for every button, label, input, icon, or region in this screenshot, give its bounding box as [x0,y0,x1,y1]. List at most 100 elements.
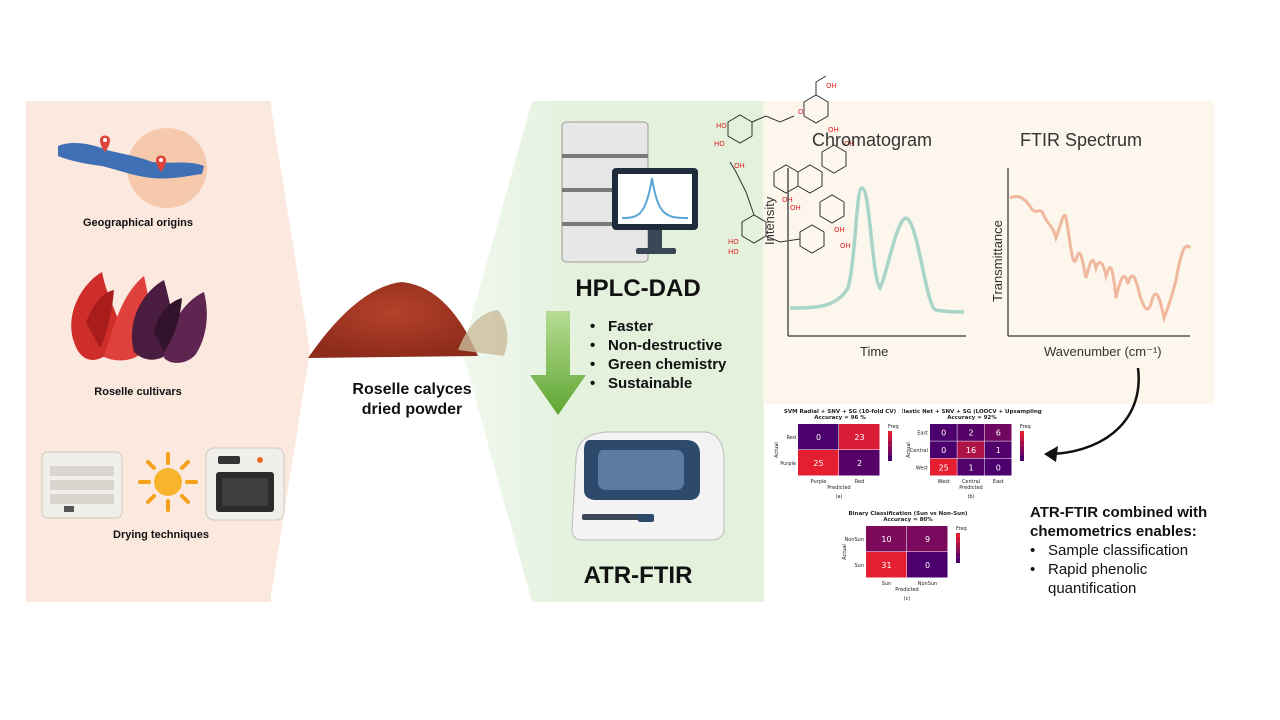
right-panel-background [763,101,1214,404]
cm-title: Binary Classification (Sun vs Non-Sun) [848,511,968,517]
cm-cell [798,450,839,476]
cm-legend-title: Freq [956,526,967,532]
cm-xlabel: Predicted [959,485,982,491]
svg-text:OH: OH [790,204,801,212]
cm-subtitle: Accuracy = 92% [947,415,997,421]
cm-legend-swatch [1020,441,1024,446]
ftir-xlabel: Wavenumber (cm⁻¹) [1044,344,1162,359]
cm-ylabel: Actual [906,442,912,458]
chromatogram-chart [787,168,966,337]
ftir-ylabel: Transmittance [990,220,1005,302]
ftir-line [1009,194,1192,324]
cm-cell [839,450,880,476]
svg-text:OH: OH [840,242,851,250]
cm-cell [798,424,839,450]
cm-legend-swatch [888,431,892,436]
cm-cell [930,424,957,441]
cm-y-tick: West [916,465,928,471]
cm-x-tick: West [938,479,950,485]
roselle-powder-illustration [308,282,508,358]
cm-legend-swatch [956,543,960,548]
cm-legend-swatch [956,548,960,553]
cm-cell [907,526,948,552]
cm-y-tick: East [917,431,928,437]
svg-text:O: O [798,108,804,116]
cm-x-tick: NonSun [918,581,937,587]
powder-label-line2: dried powder [361,401,463,418]
cm-cell-value: 1 [968,463,973,472]
svg-text:HO: HO [728,238,739,246]
cm-y-tick: Central [910,448,928,454]
map-illustration [58,128,207,208]
benefit-item: Green chemistry [590,355,760,374]
summary-item: Rapid phenolic quantification [1028,560,1208,598]
confusion-matrix-c: Binary Classification (Sun vs Non-Sun)Ac… [842,511,968,602]
cm-cell-value: 16 [966,446,976,455]
cm-legend-swatch [888,446,892,451]
cm-xlabel: Predicted [827,485,850,491]
benefits-list: Faster Non-destructive Green chemistry S… [590,317,760,393]
hplc-instrument-illustration [561,121,698,263]
roselle-cultivars-illustration [71,272,207,363]
location-pin-east-icon [156,155,166,172]
cm-subtitle: Accuracy = 80% [883,517,933,523]
cm-x-tick: East [993,479,1004,485]
confusion-matrix-a: SVM Radial + SNV + SG (10-fold CV)Accura… [774,409,899,500]
cm-cell-value: 2 [857,459,862,468]
cm-cell-value: 0 [816,433,821,442]
summary-item: Sample classification [1028,541,1208,560]
cm-cell-value: 6 [996,429,1001,438]
cm-ylabel: Actual [842,544,848,560]
cm-cell-value: 25 [813,459,823,468]
cm-cell-value: 31 [881,561,891,570]
cm-cell-value: 1 [996,446,1001,455]
ftir-chart [1007,168,1192,337]
cm-title: SVM Radial + SNV + SG (10-fold CV) [784,409,897,415]
cm-xlabel: Predicted [895,587,918,593]
geo-origins-label: Geographical origins [82,217,194,229]
cm-legend-title: Freq [888,424,899,430]
curved-arrow-icon [1044,367,1140,462]
cm-legend-swatch [1020,451,1024,456]
cm-legend-swatch [1020,436,1024,441]
chromatogram-line [789,186,965,314]
cm-y-tick: Sun [854,563,864,569]
cm-panel-label: (a) [836,494,843,500]
atr-ftir-instrument-illustration [571,431,725,541]
svg-text:OH: OH [826,82,837,90]
cm-cell [957,441,985,459]
cm-legend-swatch [888,441,892,446]
chromatogram-xlabel: Time [860,344,889,359]
cm-cell [984,424,1012,441]
cm-cell [930,441,957,459]
cm-legend-swatch [956,553,960,558]
cm-legend-swatch [956,558,960,563]
svg-text:OH: OH [734,162,745,170]
confusion-matrix-b: Elastic Net + SNV + SG (LOOCV + Upsampli… [902,409,1042,500]
cm-y-tick: NonSun [845,537,864,543]
sun-icon [138,452,198,512]
cm-cell [866,526,907,552]
cm-subtitle: Accuracy = 96 % [814,415,866,421]
purple-calyx-icon [131,280,207,363]
cm-cell-value: 0 [941,446,946,455]
cm-cell-value: 0 [996,463,1001,472]
cm-cell [866,552,907,578]
cm-y-tick: Purple [780,461,796,467]
cm-cell [984,458,1012,476]
svg-text:OH: OH [844,140,855,148]
cm-legend-swatch [956,533,960,538]
cm-panel-label: (b) [967,494,974,500]
cm-cell [957,424,985,441]
cm-legend-title: Freq [1020,424,1031,430]
cm-cell [907,552,948,578]
svg-text:OH: OH [828,126,839,134]
chromatogram-ylabel: Intensity [762,196,777,245]
svg-text:HO: HO [714,140,725,148]
cm-title: Elastic Net + SNV + SG (LOOCV + Upsampli… [902,409,1042,415]
atr-ftir-label: ATR-FTIR [583,562,693,589]
cm-x-tick: Purple [811,479,827,485]
cm-cell-value: 25 [939,463,949,472]
benefit-item: Faster [590,317,760,336]
summary-list: Sample classification Rapid phenolic qua… [1028,541,1208,598]
